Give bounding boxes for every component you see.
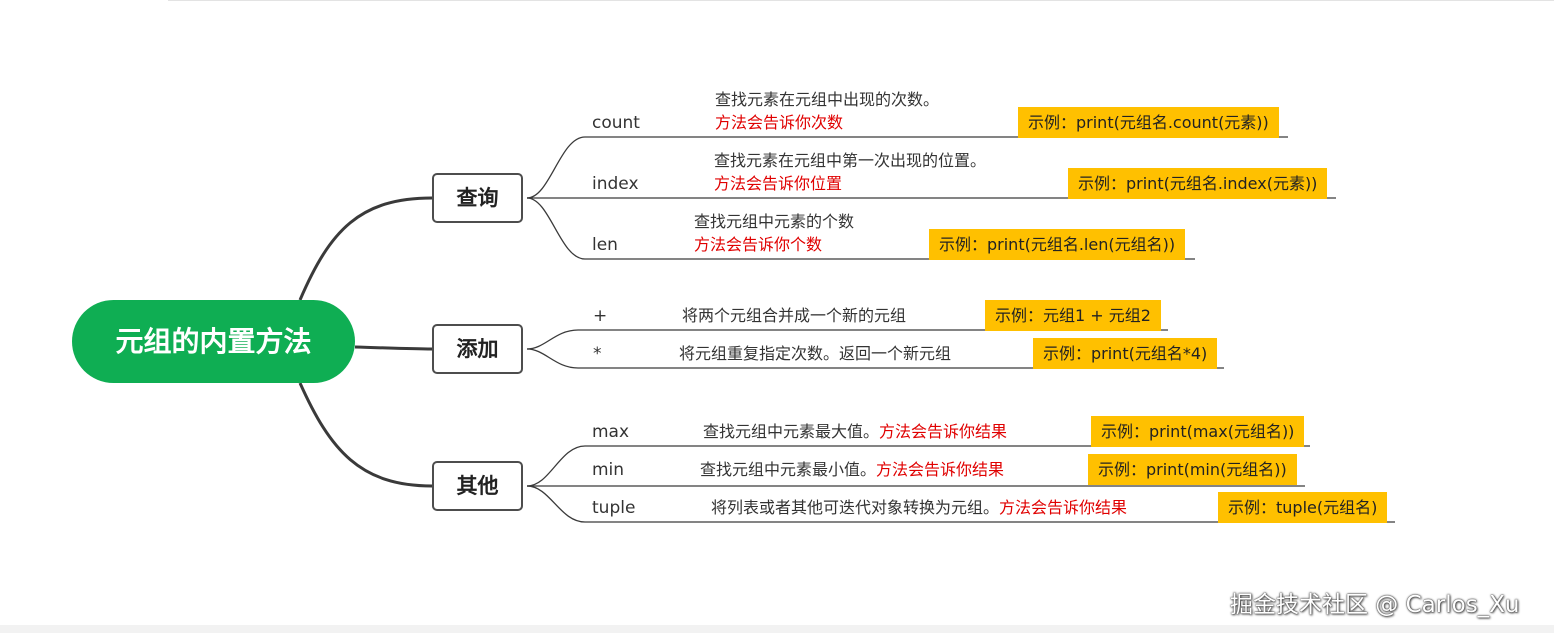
connector-add-plus <box>526 329 1168 350</box>
top-divider <box>168 0 1554 1</box>
method-desc-max: 查找元组中元素最大值。方法会告诉你结果 <box>703 422 1007 442</box>
method-name-min: min <box>592 460 625 480</box>
method-desc-max-text: 查找元组中元素最大值。 <box>703 422 880 441</box>
connector-add-star <box>526 348 1224 369</box>
example-min: 示例：print(min(元组名)) <box>1088 454 1297 485</box>
method-desc-plus: 将两个元组合并成一个新的元组 <box>682 306 907 325</box>
method-desc-tuple-text: 将列表或者其他可迭代对象转换为元组。 <box>711 498 1000 517</box>
method-name-count: count <box>592 113 640 133</box>
watermark: 掘金技术社区 @ Carlos_Xu <box>1230 592 1520 618</box>
method-note-min: 方法会告诉你结果 <box>876 460 1005 479</box>
connector-other-max <box>526 445 1310 487</box>
method-desc-index: 查找元素在元组中第一次出现的位置。 <box>714 151 987 170</box>
method-name-star: * <box>593 344 602 364</box>
method-desc-min-text: 查找元组中元素最小值。 <box>700 460 877 479</box>
method-desc-tuple: 将列表或者其他可迭代对象转换为元组。方法会告诉你结果 <box>711 498 1127 518</box>
example-star: 示例：print(元组名*4) <box>1033 338 1218 369</box>
method-name-max: max <box>592 422 630 442</box>
connector-root-other <box>298 382 433 488</box>
connector-root-add <box>354 345 433 351</box>
connector-query-len <box>526 197 1195 260</box>
method-desc-star: 将元组重复指定次数。返回一个新元组 <box>679 344 952 363</box>
method-desc-len: 查找元组中元素的个数 <box>694 212 855 231</box>
bottom-band <box>0 625 1554 633</box>
example-max: 示例：print(max(元组名)) <box>1091 416 1305 447</box>
method-name-len: len <box>592 235 618 255</box>
method-note-max: 方法会告诉你结果 <box>879 422 1008 441</box>
method-note-tuple: 方法会告诉你结果 <box>999 498 1128 517</box>
method-desc-min: 查找元组中元素最小值。方法会告诉你结果 <box>700 460 1004 480</box>
root-node: 元组的内置方法 <box>72 300 355 383</box>
example-index: 示例：print(元组名.index(元素)) <box>1068 168 1328 199</box>
example-plus: 示例：元组1 + 元组2 <box>985 300 1161 331</box>
connector-other-tuple <box>526 485 1395 523</box>
branch-other: 其他 <box>432 461 523 511</box>
method-name-plus: + <box>593 306 608 326</box>
branch-query: 查询 <box>432 173 523 223</box>
method-desc-count: 查找元素在元组中出现的次数。 <box>715 90 940 109</box>
example-count: 示例：print(元组名.count(元素)) <box>1018 107 1279 138</box>
branch-add: 添加 <box>432 324 523 374</box>
example-len: 示例：print(元组名.len(元组名)) <box>929 229 1186 260</box>
method-note-count: 方法会告诉你次数 <box>715 113 844 132</box>
connector-root-query <box>298 196 433 301</box>
method-name-tuple: tuple <box>592 498 636 518</box>
method-note-index: 方法会告诉你位置 <box>714 174 843 193</box>
connector-query-count <box>526 136 1288 199</box>
method-name-index: index <box>592 174 639 194</box>
method-note-len: 方法会告诉你个数 <box>694 235 823 254</box>
example-tuple: 示例：tuple(元组名) <box>1218 492 1388 523</box>
